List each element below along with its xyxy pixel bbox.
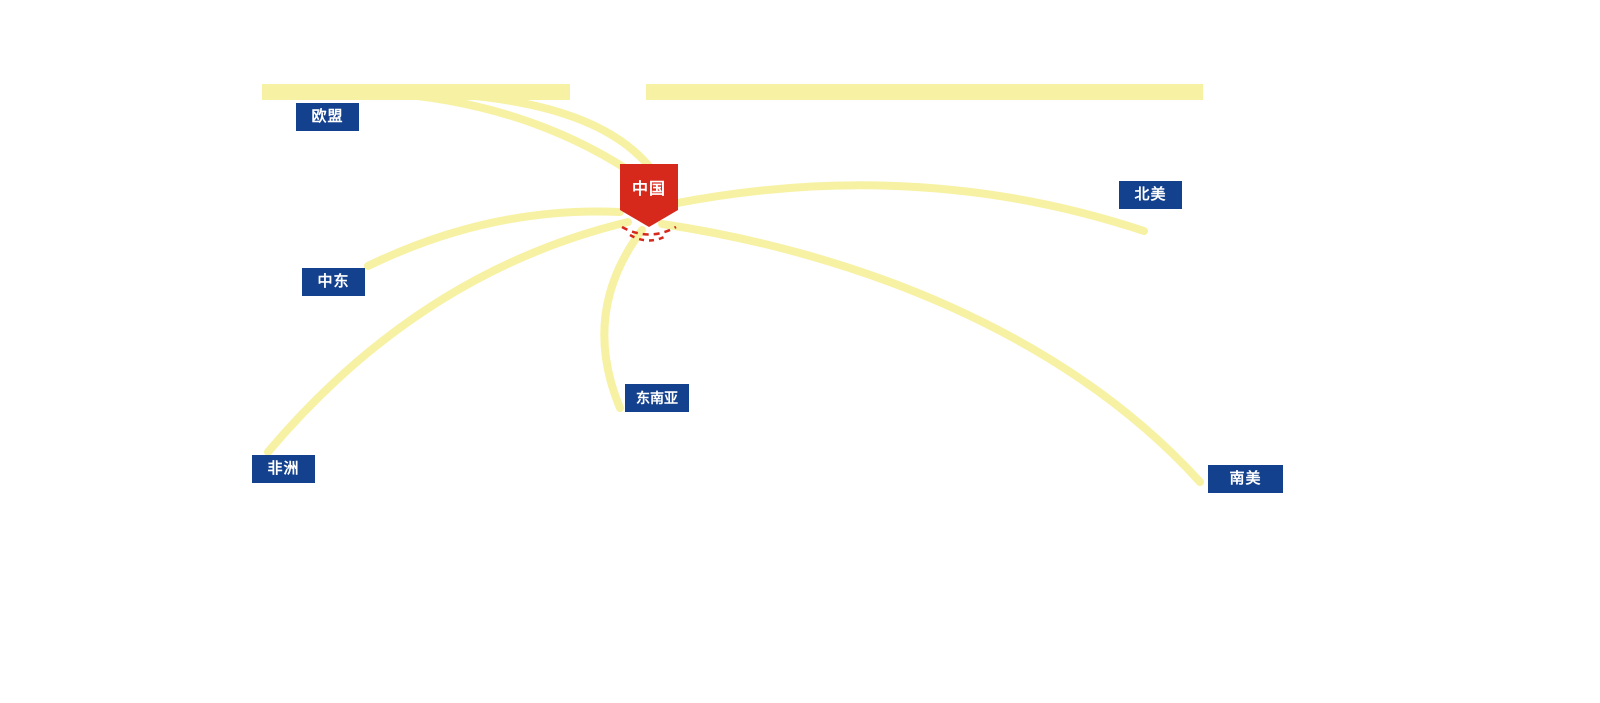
line-china-southeast-asia — [600, 226, 646, 412]
region-label-southeast-asia: 东南亚 — [625, 384, 689, 412]
line-china-middle-east — [364, 207, 624, 270]
line-china-eu-1 — [336, 87, 644, 182]
top-bar-right-segment — [646, 84, 1203, 100]
line-china-south-america — [658, 220, 1204, 486]
china-pin: 中国 — [620, 164, 678, 227]
region-label-north-america: 北美 — [1119, 181, 1182, 209]
pin-ripple-outer — [621, 225, 677, 236]
region-label-middle-east: 中东 — [302, 268, 365, 296]
line-china-eu-2 — [428, 89, 656, 174]
region-label-south-america: 南美 — [1208, 465, 1283, 493]
region-label-eu: 欧盟 — [296, 103, 359, 131]
line-china-africa — [264, 218, 632, 456]
pin-ripple-inner — [629, 233, 669, 242]
region-label-africa: 非洲 — [252, 455, 315, 483]
line-china-north-america — [668, 181, 1148, 235]
china-pin-label: 中国 — [631, 181, 666, 198]
